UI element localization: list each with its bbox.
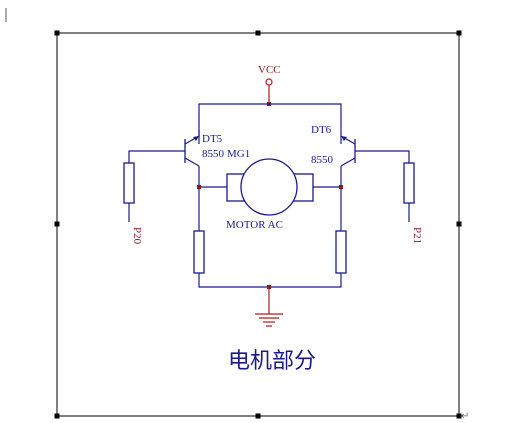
label-dt6: DT6 <box>311 124 332 136</box>
port-label-p21: P21 <box>411 227 423 244</box>
label-mg1: MG1 <box>227 148 250 160</box>
bottom-rail-wire <box>198 273 342 288</box>
resistor-base-left <box>123 162 135 204</box>
resistor-base-right <box>403 162 415 204</box>
handle-middle-right[interactable] <box>456 221 462 227</box>
port-label-p20: P20 <box>131 227 143 245</box>
label-dt5: DT5 <box>202 133 223 145</box>
vcc-label: VCC <box>258 64 281 76</box>
label-dt5-part: 8550 <box>202 148 225 160</box>
handle-bottom-left[interactable] <box>54 413 60 419</box>
handle-top-middle[interactable] <box>255 30 261 36</box>
left-base-wire <box>128 150 185 163</box>
vcc-terminal <box>265 78 273 86</box>
label-dt6-part: 8550 <box>311 154 334 166</box>
handle-bottom-middle[interactable] <box>255 413 261 419</box>
junction-right <box>339 185 343 189</box>
diagram-caption: 电机部分 <box>228 349 316 374</box>
ground-symbol <box>255 287 283 327</box>
junction-left <box>197 185 201 189</box>
transistor-dt6 <box>340 135 356 167</box>
paragraph-mark: ↵ <box>461 411 469 422</box>
handle-top-left[interactable] <box>54 30 60 36</box>
resistor-lower-right <box>335 230 347 274</box>
transistor-dt5 <box>184 130 200 167</box>
top-rail-wire <box>198 103 342 144</box>
motor-mg1 <box>226 158 314 216</box>
resistor-lower-left <box>193 230 205 274</box>
handle-top-right[interactable] <box>456 30 462 36</box>
label-motor-type: MOTOR AC <box>226 219 283 231</box>
handle-bottom-right[interactable] <box>456 413 462 419</box>
handle-middle-left[interactable] <box>54 221 60 227</box>
frame-handles <box>54 30 462 419</box>
right-base-wire <box>355 150 410 163</box>
